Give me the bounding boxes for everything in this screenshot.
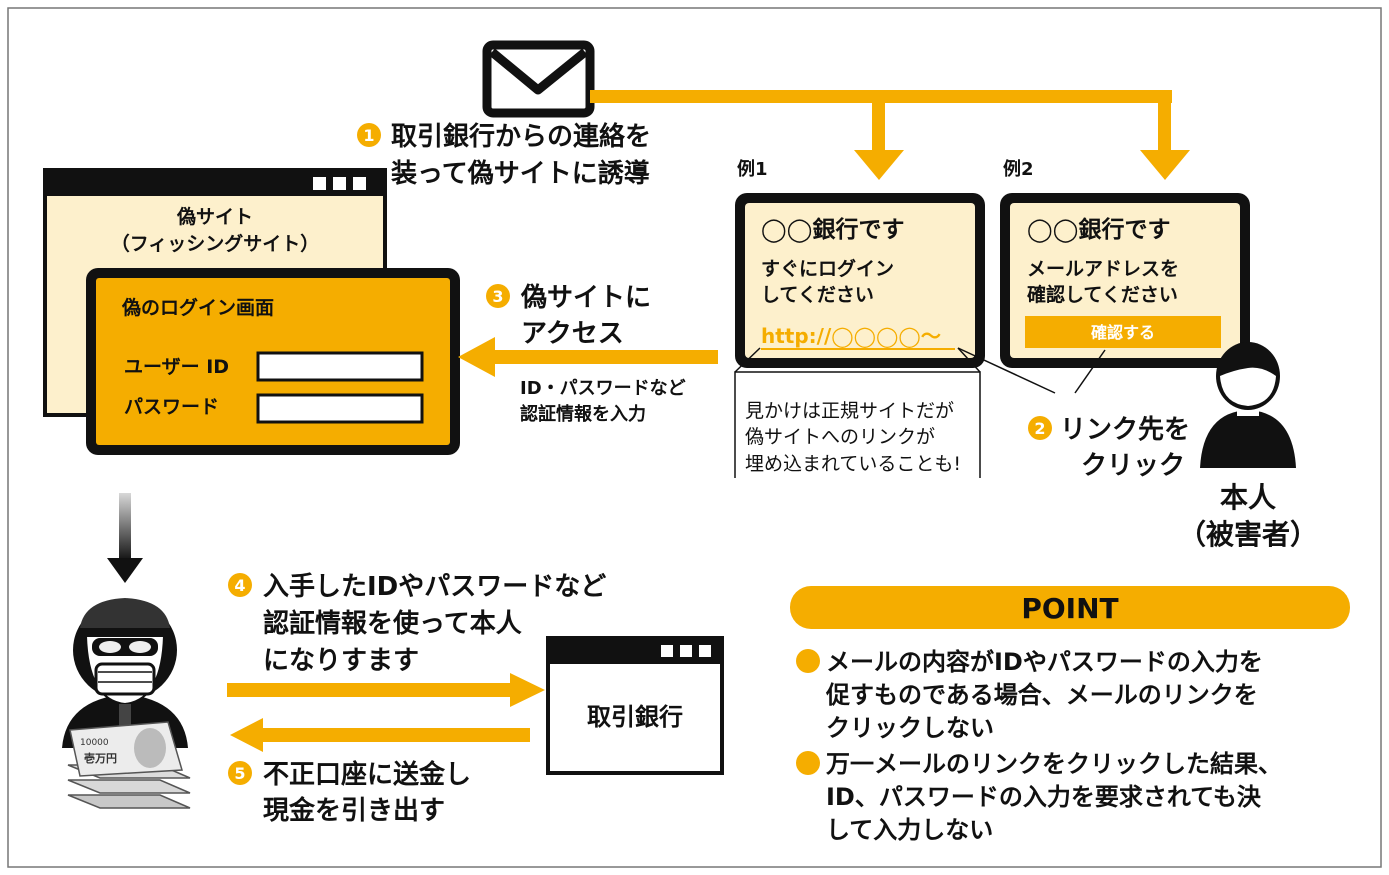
step5-line2: 現金を引き出す <box>263 795 445 826</box>
step3-sub1: ID・パスワードなど <box>520 378 686 399</box>
step-number: 4 <box>234 576 245 595</box>
example2-label: 例2 <box>1003 158 1034 180</box>
point-header <box>790 586 1350 629</box>
money-note-value: 10000 <box>80 738 109 748</box>
step1-caption: 1 取引銀行からの連絡を 装って偽サイトに誘導 <box>357 121 651 189</box>
point-item1-line1: メールの内容がIDやパスワードの入力を <box>826 648 1263 676</box>
fake-site-title: 偽サイト <box>176 205 253 228</box>
bullet-icon <box>796 649 820 673</box>
fake-login-window: 偽のログイン画面 ユーザー ID パスワード <box>86 268 460 455</box>
user-id-label: ユーザー ID <box>124 356 229 378</box>
step-number: 2 <box>1034 419 1045 438</box>
note-callout: 見かけは正規サイトだが 偽サイトへのリンクが 埋め込まれていることも! <box>734 347 981 478</box>
step-number: 5 <box>234 764 245 783</box>
arrow-left-icon <box>458 337 718 377</box>
confirm-button <box>1025 316 1221 348</box>
step5-line1: 不正口座に送金し <box>263 759 471 790</box>
arrow-right-icon <box>227 673 545 707</box>
step1-line1: 取引銀行からの連絡を <box>391 121 651 152</box>
note-line1: 見かけは正規サイトだが <box>745 400 954 422</box>
step1-line2: 装って偽サイトに誘導 <box>391 158 650 189</box>
example1-label: 例1 <box>737 158 768 180</box>
step3-sub2: 認証情報を入力 <box>520 403 646 425</box>
example1-line2: してください <box>761 284 874 306</box>
step-number-badge <box>1028 416 1052 440</box>
point-item2-line2: ID、パスワードの入力を要求されても決 <box>826 783 1262 811</box>
step-number-badge <box>228 573 252 597</box>
password-label: パスワード <box>124 396 219 418</box>
point-item1-line2: 促すものである場合、メールのリンクを <box>825 681 1258 709</box>
note-line2: 偽サイトへのリンクが <box>745 426 935 448</box>
victim-label: 本人 <box>1220 481 1276 514</box>
point-title: POINT <box>1021 592 1118 625</box>
point-box: POINT メールの内容がIDやパスワードの入力を 促すものである場合、メールの… <box>790 586 1350 844</box>
example1-line1: すぐにログイン <box>761 257 894 280</box>
password-field <box>256 393 424 424</box>
point-item1-line3: クリックしない <box>826 714 994 742</box>
example1-link: http://◯◯◯◯〜 <box>761 324 941 348</box>
victim-sublabel: （被害者） <box>1178 518 1318 551</box>
step3-caption: 3 偽サイトに アクセス ID・パスワードなど 認証情報を入力 <box>486 283 686 425</box>
example2-email: ◯◯銀行です メールアドレスを 確認してください 確認する <box>1000 193 1250 368</box>
step-number-badge <box>357 123 381 147</box>
step4-line3: になりすます <box>263 646 419 676</box>
example2-title: ◯◯銀行です <box>1027 216 1170 243</box>
arrow-down-icon <box>1140 150 1190 180</box>
email-flow-connector <box>590 90 1172 152</box>
note-line3: 埋め込まれていることも! <box>745 453 961 475</box>
step-number-badge <box>228 761 252 785</box>
step4-line1: 入手したIDやパスワードなど <box>263 572 606 602</box>
arrow-left-icon <box>230 718 530 752</box>
step5-caption: 5 不正口座に送金し 現金を引き出す <box>228 759 471 826</box>
confirm-button-label: 確認する <box>1091 323 1155 342</box>
money-icon: 10000 壱万円 <box>67 721 191 809</box>
point-item2-line1: 万一メールのリンクをクリックした結果、 <box>826 750 1282 778</box>
example2-line2: 確認してください <box>1027 283 1178 306</box>
step3-line2: アクセス <box>521 319 624 349</box>
envelope-icon <box>482 40 595 118</box>
example2-line1: メールアドレスを <box>1027 258 1179 280</box>
example1-email: ◯◯銀行です すぐにログイン してください http://◯◯◯◯〜 <box>735 193 985 368</box>
click-pointer-lines <box>957 347 1106 394</box>
step2-line2: クリック <box>1081 451 1185 481</box>
arrow-down-icon <box>107 493 143 583</box>
bank-label: 取引銀行 <box>587 703 683 731</box>
fake-site-subtitle: （フィッシングサイト） <box>111 232 320 255</box>
arrow-down-icon <box>854 150 904 180</box>
step-number: 1 <box>363 126 374 145</box>
example1-title: ◯◯銀行です <box>761 216 904 243</box>
bullet-icon <box>796 751 820 775</box>
login-screen-title: 偽のログイン画面 <box>121 296 274 319</box>
step-number-badge <box>486 284 510 308</box>
bank-window: 取引銀行 <box>546 636 724 775</box>
step4-line2: 認証情報を使って本人 <box>263 608 522 639</box>
person-icon <box>1200 342 1296 468</box>
step-number: 3 <box>492 287 503 306</box>
step2-caption: 2 リンク先を クリック <box>1028 415 1190 481</box>
step2-line1: リンク先を <box>1060 415 1190 445</box>
user-id-field <box>256 351 424 382</box>
step4-caption: 4 入手したIDやパスワードなど 認証情報を使って本人 になりすます <box>228 572 606 676</box>
step3-line1: 偽サイトに <box>520 283 651 313</box>
point-item2-line3: して入力しない <box>826 816 993 844</box>
money-note-text: 壱万円 <box>84 751 117 765</box>
